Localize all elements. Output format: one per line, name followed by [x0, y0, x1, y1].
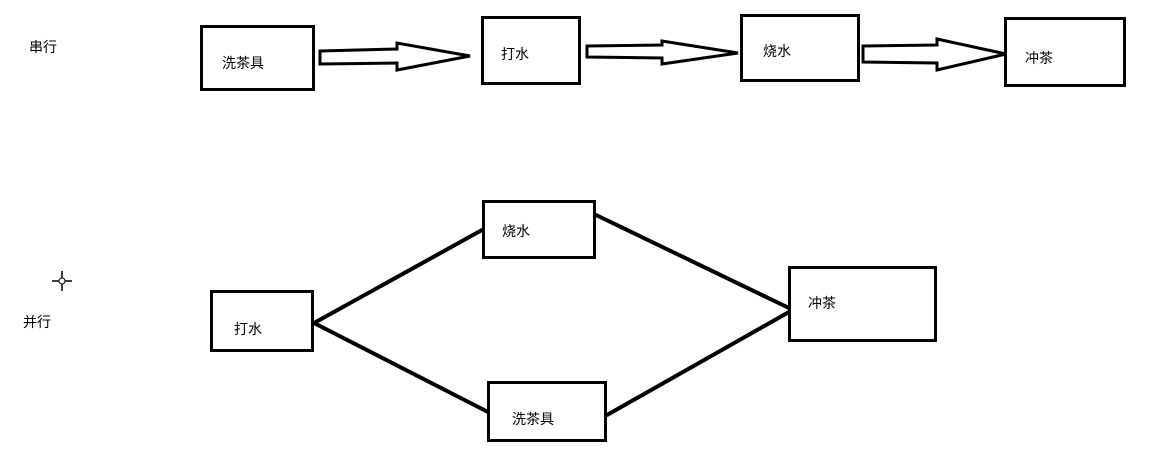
line-boil-to-brew — [594, 213, 791, 310]
parallel-node-boil-water: 烧水 — [482, 200, 596, 259]
arrow-wash-to-fetch — [318, 41, 471, 72]
serial-node-fetch-water: 打水 — [481, 16, 581, 85]
arrow-fetch-to-boil — [585, 39, 739, 66]
parallel-node-fetch-water: 打水 — [210, 290, 314, 352]
parallel-label: 并行 — [23, 315, 51, 331]
arrow-boil-to-brew — [861, 37, 1007, 72]
serial-node-boil-water: 烧水 — [740, 14, 860, 82]
serial-node-boil-water-label: 烧水 — [763, 44, 791, 60]
serial-node-brew-tea-label: 冲茶 — [1025, 51, 1053, 67]
parallel-node-fetch-water-label: 打水 — [234, 322, 262, 338]
parallel-node-wash-teaware: 洗茶具 — [487, 381, 607, 442]
parallel-node-brew-tea: 冲茶 — [788, 266, 937, 342]
serial-node-wash-teaware-label: 洗茶具 — [222, 56, 264, 72]
line-fetch-to-wash — [312, 321, 490, 414]
serial-node-fetch-water-label: 打水 — [501, 47, 529, 63]
serial-node-wash-teaware: 洗茶具 — [200, 25, 315, 91]
parallel-node-brew-tea-label: 冲茶 — [808, 296, 836, 312]
serial-arrows — [318, 37, 1007, 72]
line-fetch-to-boil — [312, 228, 484, 325]
serial-node-brew-tea: 冲茶 — [1004, 17, 1126, 87]
serial-label: 串行 — [29, 40, 57, 56]
line-wash-to-brew — [605, 310, 791, 417]
parallel-node-boil-water-label: 烧水 — [502, 224, 530, 240]
parallel-node-wash-teaware-label: 洗茶具 — [512, 412, 554, 428]
parallel-connectors — [312, 213, 791, 417]
crosshair-cursor-icon — [52, 271, 72, 291]
